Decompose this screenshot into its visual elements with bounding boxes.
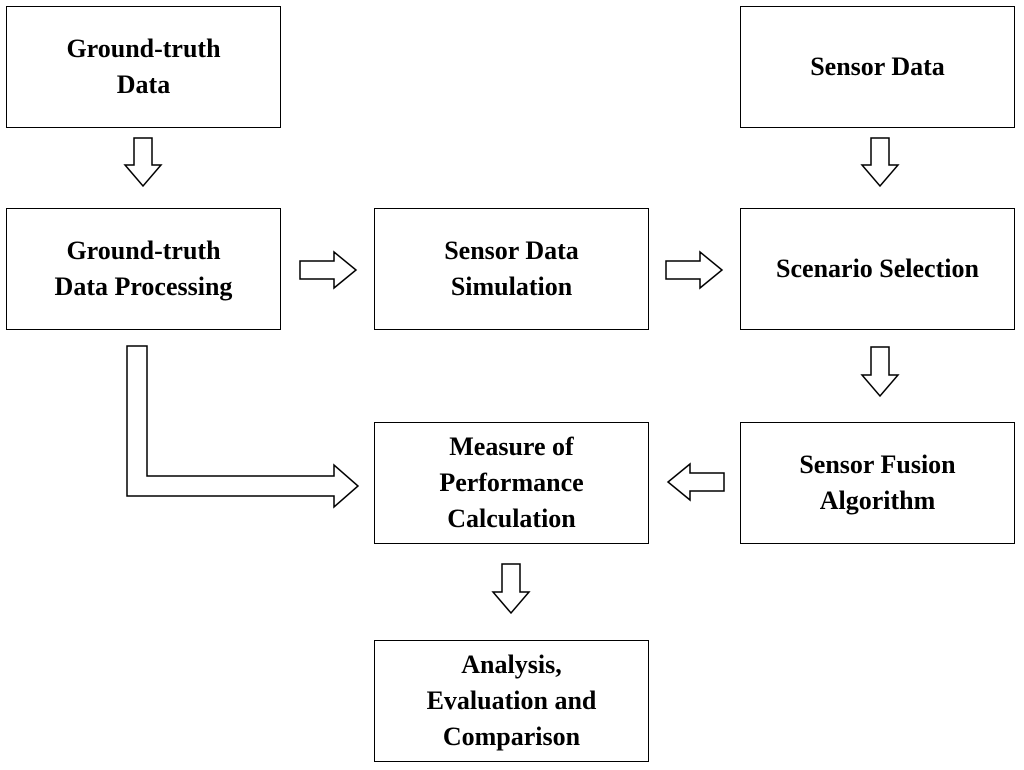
node-label: Sensor Data Simulation bbox=[444, 236, 579, 301]
node-sensor-data-simulation: Sensor Data Simulation bbox=[374, 208, 649, 330]
node-label: Scenario Selection bbox=[776, 254, 979, 283]
node-ground-truth-data: Ground-truth Data bbox=[6, 6, 281, 128]
node-label: Ground-truth Data Processing bbox=[54, 236, 233, 301]
node-label: Sensor Data bbox=[810, 52, 945, 81]
arrow-right-simulation-to-scenario bbox=[665, 250, 724, 290]
node-measure-of-performance: Measure of Performance Calculation bbox=[374, 422, 649, 544]
node-label: Ground-truth Data bbox=[66, 34, 221, 99]
arrow-down-groundtruth bbox=[123, 137, 163, 188]
arrow-down-scenario-to-fusion bbox=[860, 346, 900, 398]
node-sensor-fusion-algorithm: Sensor Fusion Algorithm bbox=[740, 422, 1015, 544]
arrow-left-fusion-to-measure bbox=[666, 462, 725, 502]
node-label: Analysis, Evaluation and Comparison bbox=[426, 650, 597, 751]
node-label: Sensor Fusion Algorithm bbox=[799, 450, 956, 515]
node-sensor-data: Sensor Data bbox=[740, 6, 1015, 128]
arrow-down-sensordata bbox=[860, 137, 900, 188]
arrow-elbow-processing-to-measure bbox=[126, 345, 360, 509]
node-analysis-evaluation: Analysis, Evaluation and Comparison bbox=[374, 640, 649, 762]
arrow-down-measure-to-analysis bbox=[491, 563, 531, 615]
node-scenario-selection: Scenario Selection bbox=[740, 208, 1015, 330]
arrow-right-processing-to-simulation bbox=[299, 250, 358, 290]
node-label: Measure of Performance Calculation bbox=[439, 432, 584, 533]
node-ground-truth-processing: Ground-truth Data Processing bbox=[6, 208, 281, 330]
